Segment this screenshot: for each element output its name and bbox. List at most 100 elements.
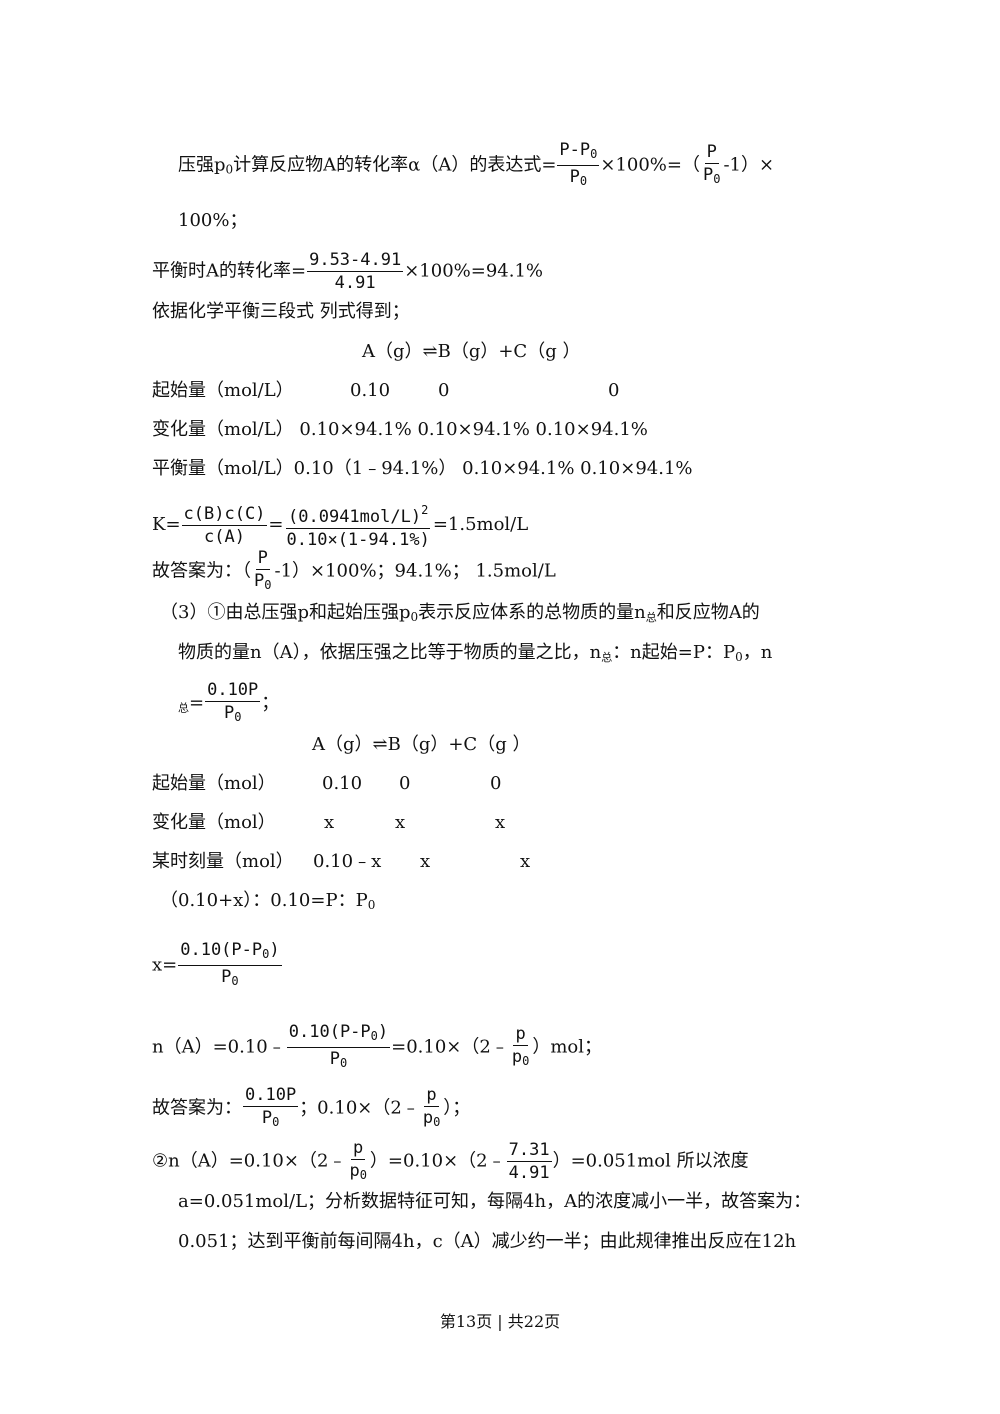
subscript: 0 (264, 578, 272, 592)
denominator: c(A) (204, 526, 245, 547)
text: ；0.10×（2﹣ (299, 1097, 420, 1119)
line-equilibrium-amount: 平衡量（mol/L）0.10（1﹣94.1%） 0.10×94.1% 0.10×… (152, 458, 693, 479)
text: 某时刻量（mol） (152, 851, 294, 872)
denominator: P (223, 703, 235, 723)
line-three-stage-intro: 依据化学平衡三段式 列式得到； (152, 301, 410, 322)
text: 压强p (178, 154, 226, 176)
numerator: 0.10P (243, 1085, 299, 1107)
text: （0.10+x）：0.10=P：P (160, 890, 368, 911)
text: （3）①由总压强p和起始压强p (160, 602, 411, 623)
value: x (395, 812, 406, 833)
value: x (420, 851, 431, 872)
line-rule-conclusion: 0.051；达到平衡前每间隔4h，c（A）减少约一半；由此规律推出反应在12h (178, 1231, 797, 1252)
text: 起始量（mol） (152, 773, 276, 794)
text: K= (152, 514, 181, 535)
denominator: 0.10×(1-94.1%) (286, 530, 430, 550)
denominator: P (329, 1049, 340, 1069)
value: 0 (490, 773, 502, 794)
subscript: 总 (601, 651, 613, 664)
subscript: 0 (262, 947, 270, 961)
numerator: 0.10(P-P (180, 940, 263, 960)
text: ×100%=94.1% (404, 260, 544, 282)
numerator: (0.0941mol/L) (288, 507, 422, 527)
text: ×100%=（ (600, 154, 700, 176)
denominator: P (569, 167, 580, 187)
value: 0 (399, 773, 411, 794)
line-ratio-equation: （0.10+x）：0.10=P：P0 (160, 889, 375, 917)
text: ②n（A）=0.10×（2﹣ (152, 1150, 347, 1172)
line-concentration-analysis: a=0.051mol/L；分析数据特征可知，每隔4h，A的浓度减小一半，故答案为… (178, 1191, 812, 1212)
text: -1）× (723, 154, 775, 176)
subscript: 0 (410, 610, 419, 624)
text: ）=0.051mol 所以浓度 (552, 1150, 749, 1172)
value: 0.10 (322, 773, 363, 794)
subscript: 0 (433, 1115, 441, 1129)
text: =0.10×（2﹣ (391, 1036, 509, 1058)
subscript: 0 (590, 147, 598, 161)
numerator: ) (377, 1022, 389, 1042)
text: 平衡时A的转化率= (152, 260, 307, 282)
value: 0.10 (350, 380, 391, 401)
numerator: P (704, 142, 719, 164)
text: ）； (443, 1097, 471, 1119)
text: 故答案为： (152, 1097, 242, 1119)
subscript: 0 (231, 974, 239, 988)
text: 表示反应体系的总物质的量n (418, 602, 646, 623)
denominator: 4.91 (334, 273, 376, 293)
numerator: 9.53-4.91 (307, 250, 404, 272)
denominator: p (349, 1161, 360, 1181)
line-reaction-equation-2: A（g）⇌B（g）+C（g ） (312, 734, 531, 755)
denominator: 4.91 (508, 1163, 550, 1183)
line-moment-mol: 某时刻量（mol） 0.10﹣x x x (152, 850, 530, 874)
subscript: 0 (579, 174, 588, 188)
line-initial-amount: 起始量（mol/L） 0.10 0 0 (152, 379, 619, 403)
subscript: 0 (272, 1115, 280, 1129)
text: 物质的量n（A），依据压强之比等于物质的量之比，n (178, 642, 602, 663)
numerator: ) (269, 940, 280, 960)
value: x (324, 812, 335, 833)
numerator: c(B)c(C) (181, 503, 268, 526)
numerator: P-P (559, 140, 591, 160)
text: 起始量（mol/L） (152, 380, 294, 401)
denominator: P (254, 571, 265, 591)
subscript: 总 (178, 701, 189, 715)
text: x= (152, 954, 178, 976)
numerator: p (513, 1024, 528, 1046)
fraction: 0.10(P-P0)P0 (178, 940, 282, 991)
value: 0 (438, 380, 450, 401)
value: 0 (608, 380, 620, 401)
value: x (520, 851, 531, 872)
text: = (268, 514, 284, 535)
subscript: 0 (339, 1056, 348, 1070)
denominator: p (422, 1108, 434, 1128)
line-part-3-ratio: 物质的量n（A），依据压强之比等于物质的量之比，n总：n起始=P：P0，n (178, 641, 772, 670)
subscript: 0 (735, 650, 743, 664)
line-change-amount: 变化量（mol/L） 0.10×94.1% 0.10×94.1% 0.10×94… (152, 419, 648, 440)
line-initial-mol: 起始量（mol） 0.10 0 0 (152, 772, 501, 796)
numerator: p (351, 1138, 366, 1160)
numerator: P (255, 548, 270, 570)
text: =1.5mol/L (432, 514, 529, 535)
line-part-3-intro: （3）①由总压强p和起始压强p0表示反应体系的总物质的量n总和反应物A的 (160, 601, 760, 630)
text: 变化量（mol） (152, 812, 276, 833)
text: ； (261, 692, 280, 714)
subscript: 0 (359, 1168, 367, 1182)
text: ）=0.10×（2﹣ (369, 1150, 506, 1172)
denominator: P (221, 967, 232, 987)
line-x-expression: x=0.10(P-P0)P0 (152, 940, 283, 991)
